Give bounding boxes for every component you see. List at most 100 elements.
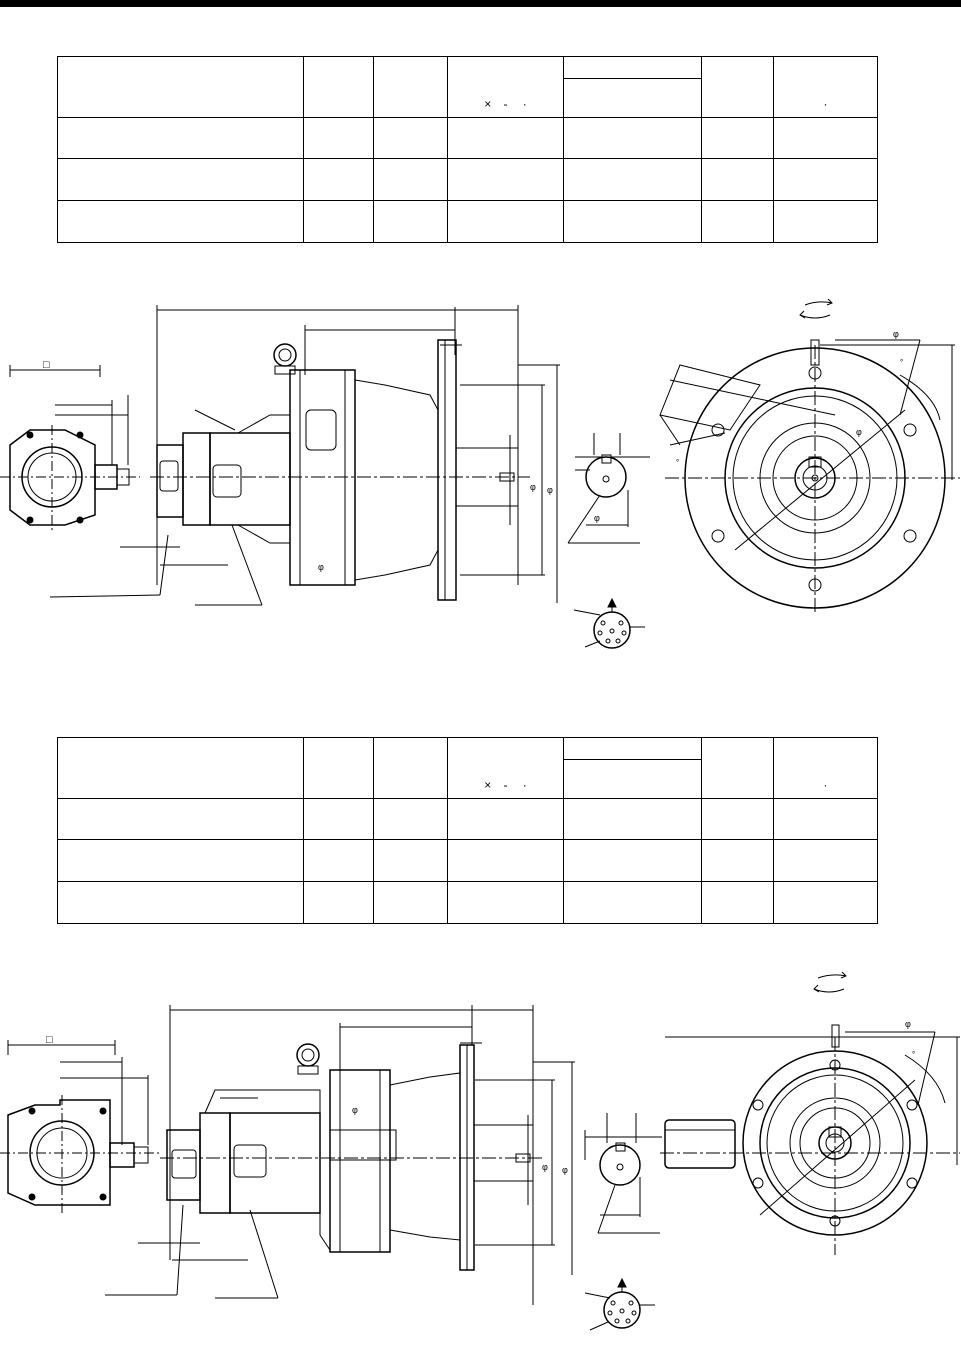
diameter-mark: φ — [562, 1165, 568, 1175]
side-view: φ φ φ — [49, 305, 560, 606]
dot-mark: · — [522, 97, 527, 111]
table-cell — [563, 839, 702, 882]
header-cell-output — [303, 737, 374, 799]
table-cell — [303, 200, 374, 243]
table-cell — [373, 839, 448, 882]
table-cell — [701, 839, 774, 882]
header-cell-model — [57, 737, 304, 799]
table-cell — [447, 117, 564, 159]
diameter-mark: φ — [530, 482, 536, 492]
dash-mark: - — [503, 97, 508, 111]
header-cell-inertia — [701, 737, 774, 799]
side-view: φ φ φ — [105, 1005, 575, 1305]
table-cell — [303, 798, 374, 840]
table-cell — [373, 881, 448, 924]
header-cell-subgroup — [563, 759, 702, 799]
header-cell-mass: · — [773, 737, 878, 799]
diameter-mark: φ — [856, 427, 862, 437]
degree-mark: ° — [900, 358, 903, 367]
table-cell — [563, 200, 702, 243]
diameter-mark: φ — [547, 485, 553, 495]
table-row — [57, 881, 878, 924]
header-cell-ratio: × - · — [447, 737, 564, 799]
diameter-mark: φ — [542, 1162, 548, 1172]
table-cell — [303, 839, 374, 882]
table-row — [57, 117, 878, 159]
table-cell — [563, 158, 702, 201]
header-cell-inertia — [701, 56, 774, 118]
table-cell — [447, 798, 564, 840]
table-cell — [57, 839, 304, 882]
connector-detail — [584, 1277, 655, 1331]
times-mark: × — [484, 778, 492, 792]
header-cell-group — [563, 737, 702, 760]
table-cell — [447, 839, 564, 882]
rear-view: □ — [0, 1034, 160, 1213]
table-row — [57, 839, 878, 882]
outline-drawing-2: □ — [0, 971, 960, 1331]
front-view: φ ° — [660, 971, 960, 1255]
header-cell-subgroup — [563, 78, 702, 118]
table-cell — [373, 798, 448, 840]
table-cell — [701, 117, 774, 159]
table-cell — [373, 200, 448, 243]
times-mark: × — [484, 97, 492, 111]
table-cell — [57, 798, 304, 840]
square-dimension-mark: □ — [46, 1034, 53, 1046]
table-cell — [57, 881, 304, 924]
shaft-detail: φ — [567, 433, 650, 544]
table-cell — [57, 117, 304, 159]
header-cell-ratio: × - · — [447, 56, 564, 118]
table-cell — [701, 798, 774, 840]
table-cell — [563, 798, 702, 840]
rear-view: □ — [0, 359, 140, 530]
square-dimension-mark: □ — [43, 359, 50, 371]
header-cell-speed — [373, 737, 448, 799]
degree-mark: ° — [676, 458, 679, 467]
table-cell — [701, 881, 774, 924]
table-cell — [303, 158, 374, 201]
table-row — [57, 798, 878, 840]
diameter-mark: φ — [352, 1105, 358, 1115]
table-cell — [701, 200, 774, 243]
spec-table-2: × - · · — [57, 737, 878, 924]
header-cell-speed — [373, 56, 448, 118]
header-cell-group — [563, 56, 702, 79]
table-cell — [773, 798, 878, 840]
table-row — [57, 158, 878, 201]
dot-mark: · — [823, 778, 828, 792]
table-row — [57, 200, 878, 243]
table-cell — [563, 881, 702, 924]
diameter-mark: φ — [893, 329, 899, 339]
table-cell — [373, 158, 448, 201]
diameter-mark: φ — [905, 1019, 911, 1029]
table-cell — [563, 117, 702, 159]
table-cell — [57, 200, 304, 243]
table-cell — [701, 158, 774, 201]
diameter-mark: φ — [318, 562, 324, 572]
dot-mark: · — [522, 778, 527, 792]
table-cell — [773, 839, 878, 882]
table-cell — [773, 117, 878, 159]
diameter-mark: φ — [594, 513, 600, 523]
degree-mark: ° — [912, 1050, 915, 1059]
table-cell — [447, 881, 564, 924]
table-cell — [373, 117, 448, 159]
dot-mark: · — [823, 97, 828, 111]
spec-table-1: × - · · — [57, 56, 878, 243]
front-view: φ φ ° ° — [659, 298, 960, 615]
table-cell — [57, 158, 304, 201]
table-cell — [447, 200, 564, 243]
shaft-detail — [584, 1113, 662, 1234]
connector-detail — [573, 597, 645, 649]
table-cell — [773, 200, 878, 243]
header-cell-mass: · — [773, 56, 878, 118]
dash-mark: - — [503, 778, 508, 792]
header-cell-output — [303, 56, 374, 118]
table-cell — [773, 158, 878, 201]
page-header-rule — [0, 0, 961, 7]
table-cell — [773, 881, 878, 924]
table-cell — [447, 158, 564, 201]
table-cell — [303, 881, 374, 924]
header-cell-model — [57, 56, 304, 118]
